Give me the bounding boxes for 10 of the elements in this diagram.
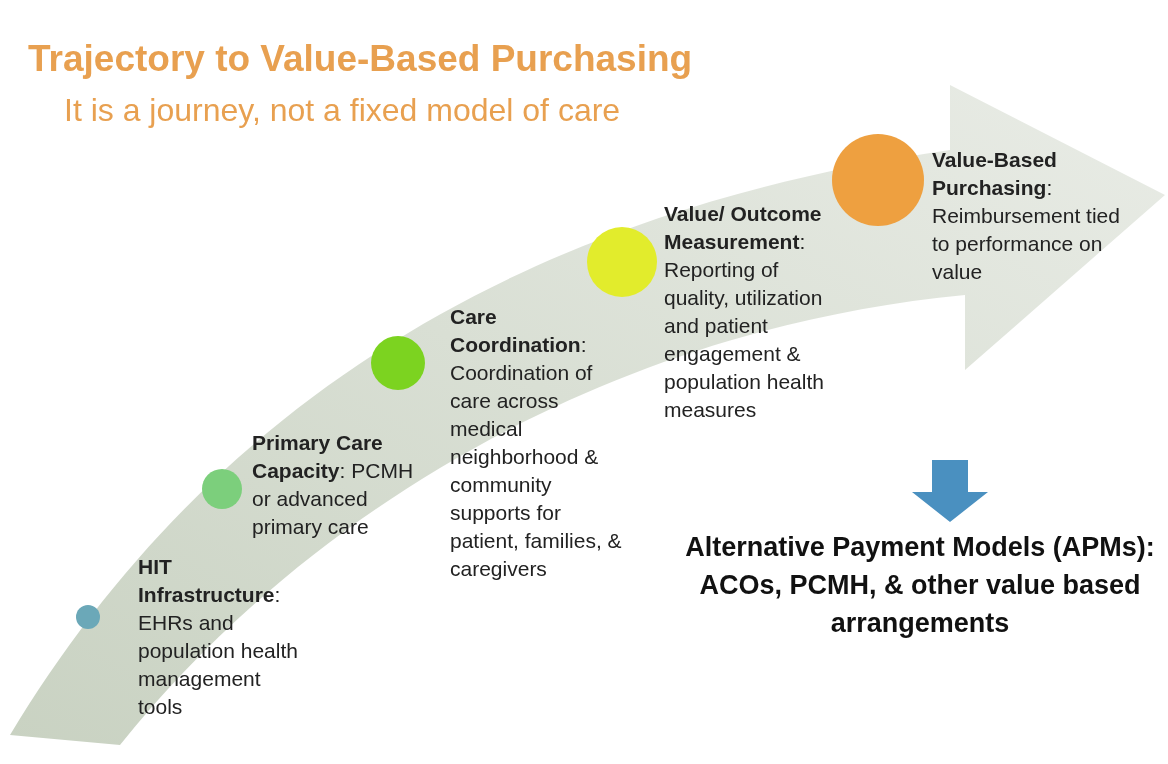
stage-description: Care Coordination: Coordination of care across medical neighborhood & community supports for patient, families, & caregivers (450, 304, 623, 582)
stage-description: Value/ Outcome Measurement: Reporting of quality, utilization and patient engagement & population health measures (664, 201, 825, 423)
title: Trajectory to Value-Based Purchasing (28, 38, 693, 80)
down-arrow (912, 460, 988, 522)
subtitle: It is a journey, not a fixed model of care (64, 92, 621, 129)
stage-description: Primary Care Capacity: PCMH or advanced primary care (252, 430, 415, 540)
stage-description: HIT Infrastructure: EHRs and population health management tools (138, 554, 299, 720)
stage-circle (76, 605, 100, 629)
stage-description: Value-Based Purchasing: Reimbursement tied to performance on value (932, 147, 1121, 285)
heading-text: Alternative Payment Models (APMs): ACOs, PCMH, & other value based arrangements (684, 531, 1156, 640)
